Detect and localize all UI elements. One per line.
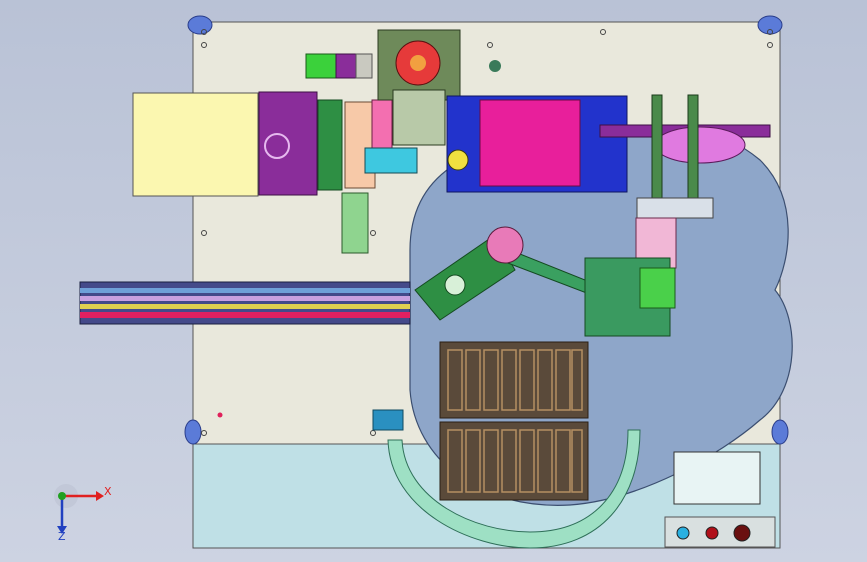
guide-arc xyxy=(387,429,641,549)
peach-plate xyxy=(344,101,376,189)
conveyor-belt xyxy=(79,281,411,325)
z-axis-label: Z xyxy=(58,530,66,543)
x-axis-label: X xyxy=(104,485,112,498)
pulley-wheel xyxy=(654,126,746,164)
magenta-block xyxy=(479,99,581,187)
stop-button[interactable] xyxy=(705,526,719,540)
top-rotary-hub xyxy=(410,55,426,71)
bracket-blocks xyxy=(636,197,714,219)
green-cylinder xyxy=(341,192,369,254)
yellow-fan xyxy=(447,149,469,171)
motor-flange xyxy=(264,133,290,159)
slide-column xyxy=(392,89,446,146)
green-coupling xyxy=(317,99,343,191)
start-button[interactable] xyxy=(676,526,690,540)
tray-lower xyxy=(439,421,589,501)
emergency-button[interactable] xyxy=(733,524,751,542)
corner-mounts xyxy=(184,15,789,445)
shaft-left xyxy=(651,94,663,201)
tray-upper xyxy=(439,341,589,419)
indicator-green xyxy=(305,53,339,79)
marker-dot xyxy=(217,412,223,418)
indicator-grey xyxy=(355,53,373,79)
gearbox-cap xyxy=(639,267,676,309)
cyan-slide xyxy=(364,147,418,174)
indicator-purple xyxy=(335,53,359,79)
display-screen xyxy=(673,451,761,505)
yellow-housing xyxy=(132,92,259,197)
sensor-unit xyxy=(372,409,404,431)
coordinate-triad xyxy=(54,484,104,534)
screw-holes xyxy=(201,29,773,436)
shaft-right xyxy=(687,94,699,201)
marker-dot xyxy=(489,60,501,72)
